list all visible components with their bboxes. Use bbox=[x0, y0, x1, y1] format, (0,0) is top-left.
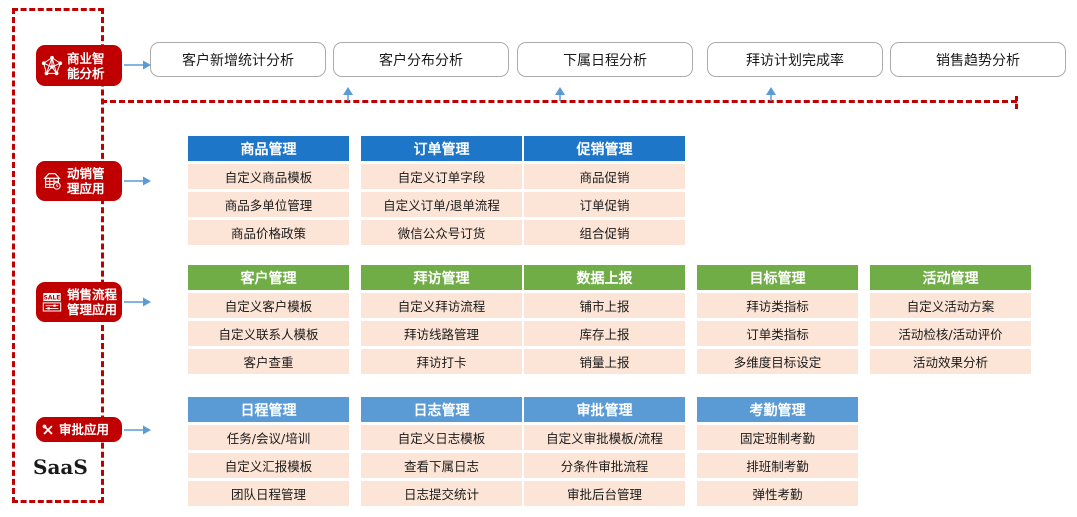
column-header: 日程管理 bbox=[188, 397, 349, 422]
feature-cell: 库存上报 bbox=[524, 321, 685, 346]
column-journal-mgmt: 日志管理 自定义日志模板 查看下属日志 日志提交统计 bbox=[361, 397, 522, 506]
column-header: 目标管理 bbox=[697, 265, 858, 290]
column-header: 客户管理 bbox=[188, 265, 349, 290]
right-arrow-icon bbox=[124, 176, 151, 186]
feature-cell: 微信公众号订货 bbox=[361, 220, 522, 245]
feature-cell: 客户查重 bbox=[188, 349, 349, 374]
crossed-tools-icon bbox=[42, 424, 53, 434]
feature-cell: 拜访打卡 bbox=[361, 349, 522, 374]
feature-cell: 自定义活动方案 bbox=[870, 293, 1031, 318]
feature-cell: 商品促销 bbox=[524, 164, 685, 189]
column-target-mgmt: 目标管理 拜访类指标 订单类指标 多维度目标设定 bbox=[697, 265, 858, 374]
feature-cell: 自定义订单字段 bbox=[361, 164, 522, 189]
column-customer-mgmt: 客户管理 自定义客户模板 自定义联系人模板 客户查重 bbox=[188, 265, 349, 374]
column-header: 订单管理 bbox=[361, 136, 522, 161]
up-arrow-icon bbox=[343, 87, 353, 101]
right-arrow-icon bbox=[124, 425, 151, 435]
column-header: 商品管理 bbox=[188, 136, 349, 161]
column-header: 日志管理 bbox=[361, 397, 522, 422]
column-header: 考勤管理 bbox=[697, 397, 858, 422]
column-promo-mgmt: 促销管理 商品促销 订单促销 组合促销 bbox=[524, 136, 685, 245]
column-header: 活动管理 bbox=[870, 265, 1031, 290]
svg-text:SALE: SALE bbox=[44, 294, 61, 301]
badge-bi-label: 商业智 能分析 bbox=[67, 50, 105, 81]
bi-box-sales-trend: 销售趋势分析 bbox=[890, 42, 1066, 77]
feature-cell: 自定义客户模板 bbox=[188, 293, 349, 318]
saas-dashed-frame bbox=[12, 8, 104, 503]
feature-cell: 自定义订单/退单流程 bbox=[361, 192, 522, 217]
badge-bi-analysis: 商业智 能分析 bbox=[36, 45, 122, 86]
bi-network-icon bbox=[41, 55, 63, 75]
badge-salesflow-label: 销售流程 管理应用 bbox=[67, 287, 118, 317]
feature-cell: 日志提交统计 bbox=[361, 481, 522, 506]
feature-cell: 自定义商品模板 bbox=[188, 164, 349, 189]
column-header: 审批管理 bbox=[524, 397, 685, 422]
feature-cell: 活动检核/活动评价 bbox=[870, 321, 1031, 346]
column-header: 拜访管理 bbox=[361, 265, 522, 290]
feature-cell: 查看下属日志 bbox=[361, 453, 522, 478]
column-approval-mgmt: 审批管理 自定义审批模板/流程 分条件审批流程 审批后台管理 bbox=[524, 397, 685, 506]
column-visit-mgmt: 拜访管理 自定义拜访流程 拜访线路管理 拜访打卡 bbox=[361, 265, 522, 374]
right-arrow-icon bbox=[124, 297, 151, 307]
feature-cell: 订单类指标 bbox=[697, 321, 858, 346]
feature-cell: 任务/会议/培训 bbox=[188, 425, 349, 450]
column-attendance-mgmt: 考勤管理 固定班制考勤 排班制考勤 弹性考勤 bbox=[697, 397, 858, 506]
feature-cell: 分条件审批流程 bbox=[524, 453, 685, 478]
feature-cell: 拜访类指标 bbox=[697, 293, 858, 318]
up-arrow-icon bbox=[766, 87, 776, 101]
feature-cell: 排班制考勤 bbox=[697, 453, 858, 478]
feature-cell: 自定义日志模板 bbox=[361, 425, 522, 450]
feature-cell: 销量上报 bbox=[524, 349, 685, 374]
bi-box-customer-new-stats: 客户新增统计分析 bbox=[150, 42, 326, 77]
bi-box-subordinate-schedule: 下属日程分析 bbox=[517, 42, 693, 77]
feature-cell: 自定义联系人模板 bbox=[188, 321, 349, 346]
badge-salesflow-app: SALE 销售流程 管理应用 bbox=[36, 282, 122, 322]
column-data-report: 数据上报 铺市上报 库存上报 销量上报 bbox=[524, 265, 685, 374]
feature-cell: 团队日程管理 bbox=[188, 481, 349, 506]
feature-cell: 商品价格政策 bbox=[188, 220, 349, 245]
feature-cell: 审批后台管理 bbox=[524, 481, 685, 506]
feature-cell: 多维度目标设定 bbox=[697, 349, 858, 374]
feature-cell: 自定义汇报模板 bbox=[188, 453, 349, 478]
storefront-icon bbox=[43, 173, 61, 190]
badge-dynsales-app: 动销管 理应用 bbox=[36, 161, 122, 201]
badge-approval-label: 审批应用 bbox=[59, 422, 110, 437]
feature-cell: 组合促销 bbox=[524, 220, 685, 245]
feature-cell: 铺市上报 bbox=[524, 293, 685, 318]
column-order-mgmt: 订单管理 自定义订单字段 自定义订单/退单流程 微信公众号订货 bbox=[361, 136, 522, 245]
up-arrow-icon bbox=[555, 87, 565, 101]
feature-cell: 拜访线路管理 bbox=[361, 321, 522, 346]
bi-box-visit-plan-completion: 拜访计划完成率 bbox=[707, 42, 883, 77]
feature-cell: 自定义拜访流程 bbox=[361, 293, 522, 318]
feature-cell: 活动效果分析 bbox=[870, 349, 1031, 374]
column-schedule-mgmt: 日程管理 任务/会议/培训 自定义汇报模板 团队日程管理 bbox=[188, 397, 349, 506]
feature-cell: 固定班制考勤 bbox=[697, 425, 858, 450]
feature-cell: 订单促销 bbox=[524, 192, 685, 217]
separator-end-dash bbox=[1015, 96, 1018, 109]
column-activity-mgmt: 活动管理 自定义活动方案 活动检核/活动评价 活动效果分析 bbox=[870, 265, 1031, 374]
column-product-mgmt: 商品管理 自定义商品模板 商品多单位管理 商品价格政策 bbox=[188, 136, 349, 245]
column-header: 促销管理 bbox=[524, 136, 685, 161]
saas-label: SaaS bbox=[33, 455, 88, 479]
badge-approval-app: 审批应用 bbox=[36, 417, 122, 442]
badge-dynsales-label: 动销管 理应用 bbox=[67, 166, 105, 196]
right-arrow-icon bbox=[124, 60, 151, 70]
column-header: 数据上报 bbox=[524, 265, 685, 290]
feature-cell: 商品多单位管理 bbox=[188, 192, 349, 217]
feature-cell: 自定义审批模板/流程 bbox=[524, 425, 685, 450]
feature-cell: 弹性考勤 bbox=[697, 481, 858, 506]
bi-box-customer-distribution: 客户分布分析 bbox=[333, 42, 509, 77]
sale-tag-icon: SALE bbox=[42, 293, 62, 312]
bi-separator-dashed-line bbox=[101, 100, 1017, 103]
